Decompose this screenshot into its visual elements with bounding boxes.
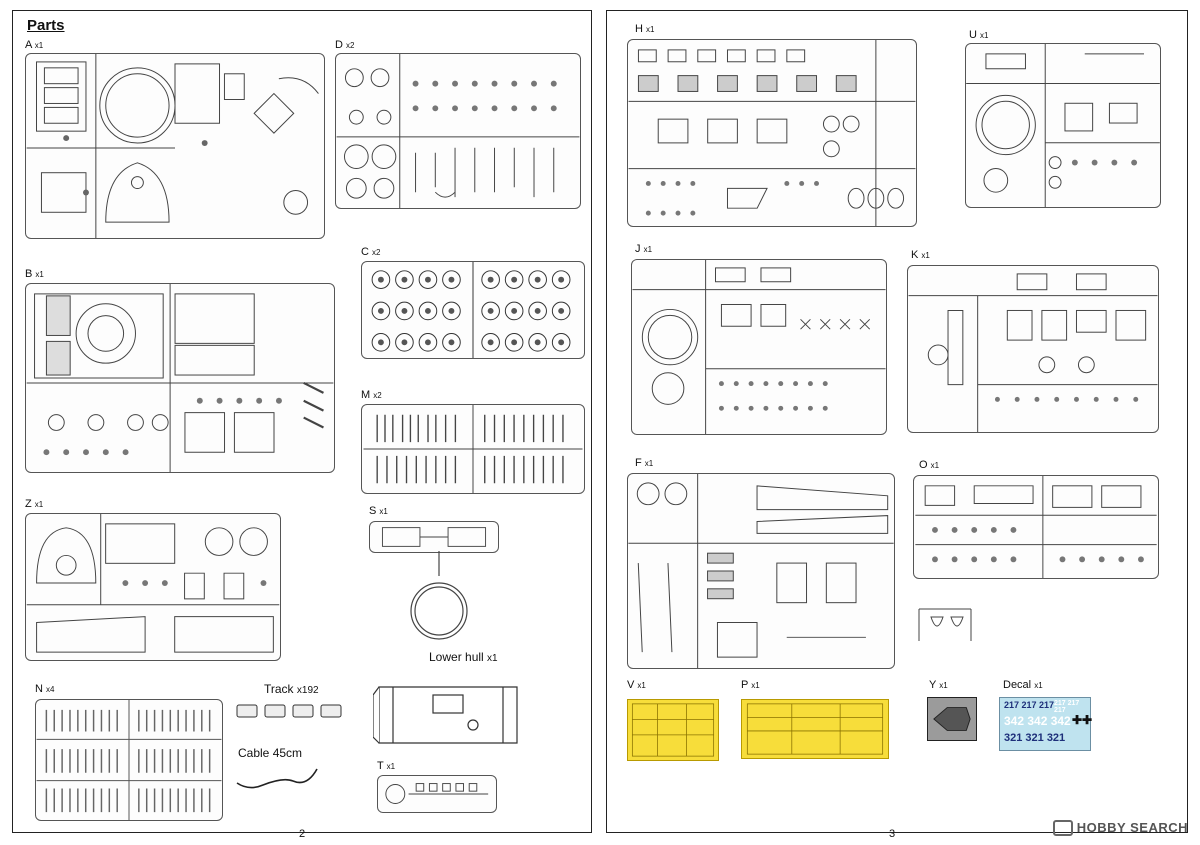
lower-hull-label: Lower hull x1 (429, 650, 498, 664)
sprue-a (25, 53, 325, 239)
page-number-2: 2 (299, 828, 306, 840)
sprue-label-b: B x1 (25, 268, 44, 280)
hobby-search-watermark: HOBBY SEARCH (1052, 820, 1188, 837)
sprue-o (913, 475, 1159, 579)
sprue-label-j: J x1 (635, 243, 653, 255)
hobby-search-logo-icon (1052, 820, 1073, 836)
sprue-label-z: Z x1 (25, 498, 44, 510)
parts-heading: Parts (27, 17, 65, 34)
sprue-m (361, 404, 585, 494)
sprue-j (631, 259, 887, 435)
lower-hull-part (373, 686, 518, 744)
instruction-page-3: H x1 U x1 (606, 10, 1188, 840)
turret-ring-part (410, 551, 468, 640)
track-links (236, 704, 342, 718)
sprue-c (361, 261, 585, 359)
small-sprue-fragment (918, 608, 972, 641)
sprue-n (35, 699, 223, 821)
sprue-label-a: A x1 (25, 39, 44, 51)
sprue-label-o: O x1 (919, 459, 940, 471)
sprue-label-m: M x2 (361, 389, 382, 401)
sprue-label-n: N x4 (35, 683, 55, 695)
sprue-z (25, 513, 281, 661)
sprue-label-h: H x1 (635, 23, 655, 35)
etch-label-v: V x1 (627, 679, 646, 691)
sprue-label-s: S x1 (369, 505, 388, 517)
instruction-page-2: Parts A x1 D x2 (12, 10, 592, 840)
sprue-b (25, 283, 335, 473)
sprue-k (907, 265, 1159, 433)
decal-sheet: 217 217 217 217 217 217 342 342 342 ✚✚ 3… (999, 697, 1093, 751)
sprue-label-t: T x1 (377, 760, 396, 772)
sprue-label-k: K x1 (911, 249, 930, 261)
sprue-label-c: C x2 (361, 246, 381, 258)
etch-sheet-p (741, 699, 889, 759)
cable-part (236, 768, 318, 789)
etch-label-p: P x1 (741, 679, 760, 691)
etch-label-y: Y x1 (929, 679, 948, 691)
sprue-t (377, 775, 497, 813)
sprue-h (627, 39, 917, 227)
sprue-label-u: U x1 (969, 29, 989, 41)
etch-sheet-y (927, 697, 977, 741)
etch-sheet-v (627, 699, 719, 761)
sprue-label-f: F x1 (635, 457, 654, 469)
sprue-label-d: D x2 (335, 39, 355, 51)
balkenkreuz-icon: ✚✚ (1072, 713, 1093, 727)
sprue-d (335, 53, 581, 209)
sprue-s (369, 521, 499, 553)
decal-label: Decal x1 (1003, 679, 1043, 691)
track-label: Track x192 (264, 682, 319, 696)
cable-label: Cable 45cm (238, 746, 303, 760)
sprue-u (965, 43, 1161, 208)
page-number-3: 3 (889, 828, 896, 840)
sprue-f (627, 473, 895, 669)
